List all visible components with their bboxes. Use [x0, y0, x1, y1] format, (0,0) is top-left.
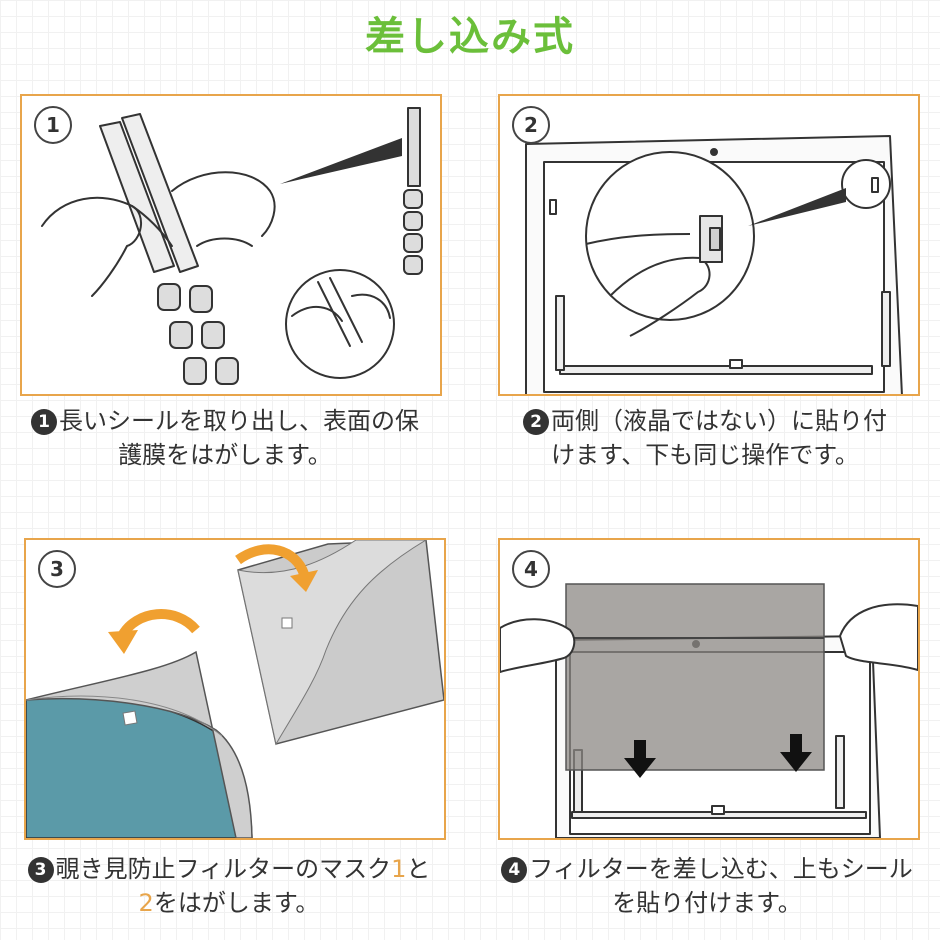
step-2-text-line2: けます、下も同じ操作です。	[551, 441, 859, 469]
step-4-bullet: 4	[501, 857, 528, 883]
step-3-text-line1a: 覗き見防止フィルターのマスク	[55, 855, 392, 883]
step-3-panel: 3	[24, 538, 446, 840]
step-4-text-line2: を貼り付けます。	[612, 889, 802, 917]
step-1-illustration	[41, 107, 423, 385]
step-4-panel: 4	[498, 538, 920, 840]
step-4-number: 4	[512, 550, 550, 588]
step-2-illustration	[525, 135, 903, 394]
step-1-panel: 1	[20, 94, 442, 396]
step-2-text-line1: 両側（液晶ではない）に貼り付	[551, 407, 887, 435]
step-3-illustration	[26, 540, 444, 838]
step-2-number: 2	[512, 106, 550, 144]
step-2-panel: 2	[498, 94, 920, 396]
mask-2-label: 2	[138, 889, 154, 917]
step-3-text-line1b: と	[406, 855, 431, 883]
step-2-bullet: 2	[523, 409, 549, 435]
step-1-text-line2: 護膜をはがします。	[118, 441, 332, 469]
step-3-bullet: 3	[27, 857, 54, 883]
step-1-bullet: 1	[31, 409, 57, 435]
step-3-text-line2: をはがします。	[153, 889, 320, 917]
step-1-text-line1: 長いシールを取り出し、表面の保	[59, 407, 419, 435]
mask-1-label: 1	[391, 855, 407, 883]
step-3-number: 3	[38, 550, 76, 588]
step-4-text-line1: フィルターを差し込む、上もシール	[529, 855, 913, 883]
step-4-illustration	[500, 583, 918, 838]
step-1-number: 1	[34, 106, 72, 144]
page-title: 差し込み式	[365, 14, 575, 60]
